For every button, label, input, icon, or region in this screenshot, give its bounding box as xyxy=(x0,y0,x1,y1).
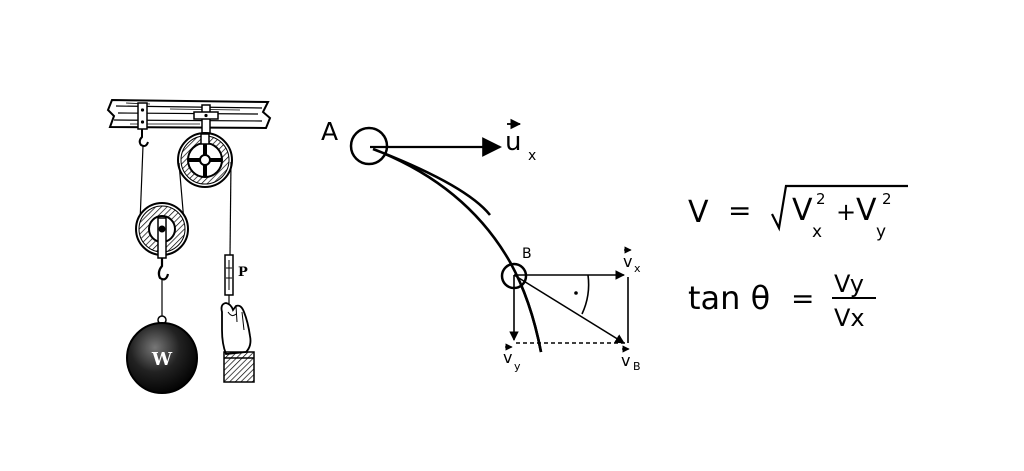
plus-sign: + xyxy=(836,198,856,226)
resultant-velocity-arrow xyxy=(513,274,625,344)
svg-text:v: v xyxy=(623,252,632,271)
svg-text:x: x xyxy=(634,262,641,275)
angle-equals: = xyxy=(791,282,814,315)
square-root-sign xyxy=(771,184,908,232)
initial-velocity-subscript: x xyxy=(528,148,536,164)
pull-force-label: P xyxy=(238,265,248,280)
term1-superscript: 2 xyxy=(816,190,826,208)
angle-formula: tan θ = Vy Vx xyxy=(688,270,876,332)
angle-lhs: tan θ xyxy=(688,279,770,317)
angle-numerator: Vy xyxy=(834,270,864,298)
pulley-illustration: W P xyxy=(106,98,272,394)
movable-pulley xyxy=(135,202,189,281)
term2-superscript: 2 xyxy=(882,190,892,208)
magnitude-equals: = xyxy=(728,194,751,227)
beam-bracket-left xyxy=(137,102,149,147)
resultant-velocity-label: v B xyxy=(621,345,641,373)
term2-base: V xyxy=(856,193,877,228)
svg-text:B: B xyxy=(633,360,641,373)
horizontal-component-label: v x xyxy=(623,246,641,275)
trajectory-curve xyxy=(372,147,543,353)
term1-subscript: x xyxy=(812,222,822,242)
ropes xyxy=(139,145,232,256)
angle-arc xyxy=(581,274,590,315)
svg-text:v: v xyxy=(503,348,512,367)
pulley-mount-cross xyxy=(193,104,219,134)
wooden-beam xyxy=(106,98,272,130)
magnitude-formula: V = V x 2 + V y 2 xyxy=(688,184,908,242)
projectile-diagram: A u x B v x v y v B xyxy=(321,117,641,373)
start-point-label: A xyxy=(321,117,338,146)
weight-label: W xyxy=(151,349,173,370)
point-b-label: B xyxy=(522,246,532,262)
initial-velocity-label: u xyxy=(505,127,521,157)
angle-marker-dot xyxy=(574,291,578,295)
formulas: V = V x 2 + V y 2 tan θ = Vy Vx xyxy=(688,184,908,332)
weight-ball: W xyxy=(126,315,198,394)
svg-text:y: y xyxy=(514,360,521,373)
svg-text:v: v xyxy=(621,351,630,370)
angle-denominator: Vx xyxy=(834,304,865,332)
hand-illustration xyxy=(220,302,255,383)
magnitude-lhs: V xyxy=(688,195,709,230)
term2-subscript: y xyxy=(876,222,886,242)
spring-scale: P xyxy=(224,254,248,305)
fixed-pulley xyxy=(177,132,233,188)
vertical-component-label: v y xyxy=(503,343,521,373)
term1-base: V xyxy=(792,193,813,228)
